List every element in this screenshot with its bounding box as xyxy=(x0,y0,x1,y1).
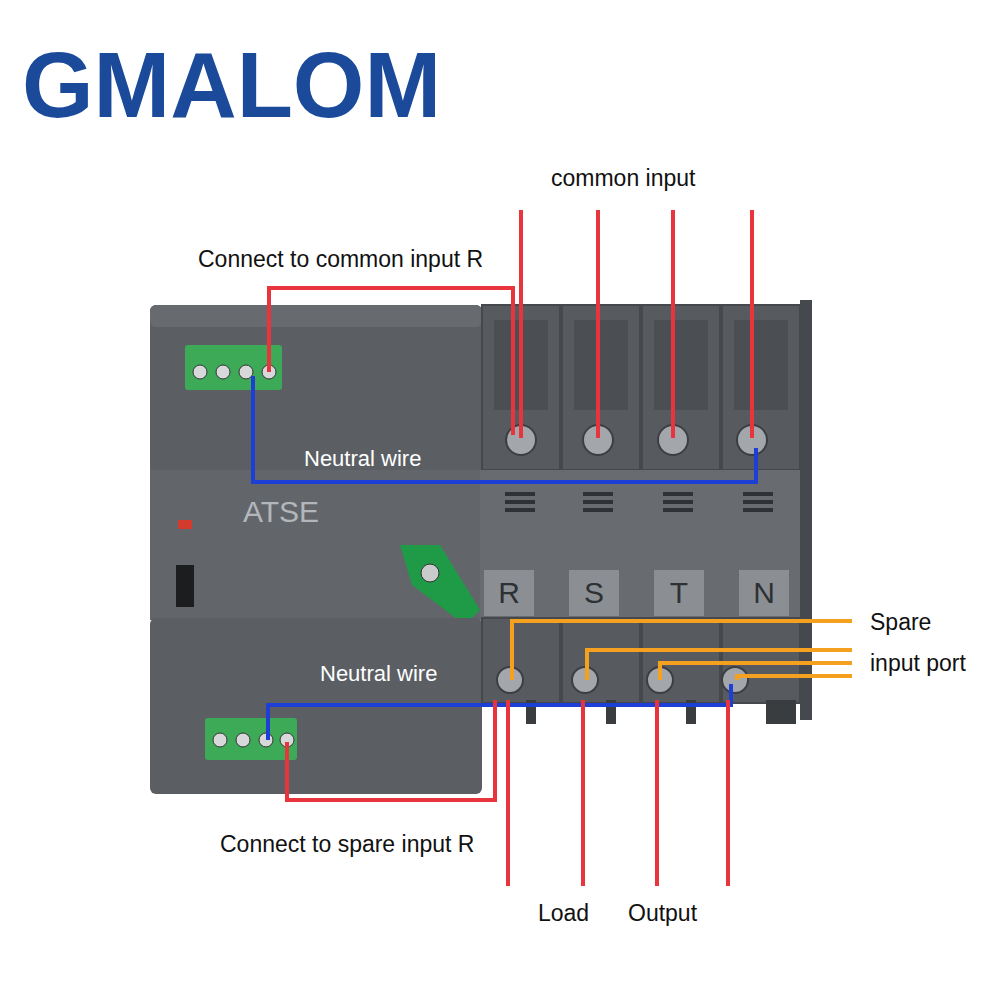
terminal-housing xyxy=(562,618,640,703)
screw xyxy=(216,365,230,379)
phase-letter: T xyxy=(659,575,699,611)
terminal-housing xyxy=(562,305,640,470)
vent xyxy=(663,500,693,504)
vent xyxy=(505,508,535,512)
phase-box xyxy=(654,570,704,616)
phase-box xyxy=(484,570,534,616)
mode-switch xyxy=(176,565,194,607)
device-marking: ATSE xyxy=(243,494,319,530)
handle-knob xyxy=(400,545,480,625)
terminal-slot xyxy=(654,320,708,410)
callout-label: Connect to spare input R xyxy=(220,831,474,859)
vent xyxy=(583,492,613,496)
blue-wire xyxy=(253,376,756,482)
knob-screw xyxy=(421,564,439,582)
wires xyxy=(253,210,852,886)
orange-wire xyxy=(587,650,852,680)
terminal-housing xyxy=(642,305,720,470)
red-wire xyxy=(750,210,754,438)
red-wire xyxy=(596,210,600,438)
vent xyxy=(743,508,773,512)
vent xyxy=(743,492,773,496)
red-wire xyxy=(519,210,523,438)
terminal-slot xyxy=(734,320,788,410)
phase-letter: N xyxy=(744,575,784,611)
orange-wire xyxy=(660,663,852,680)
wire-label: Neutral wire xyxy=(304,446,421,472)
screw xyxy=(236,733,250,747)
screw xyxy=(239,365,253,379)
screw xyxy=(213,733,227,747)
brand-logo: GMALOM xyxy=(22,30,441,140)
red-wire xyxy=(671,210,675,438)
callout-label: common input xyxy=(551,165,695,193)
terminal-tooth xyxy=(766,700,796,724)
screw xyxy=(193,365,207,379)
terminal-housing xyxy=(722,618,800,703)
vent xyxy=(663,492,693,496)
red-wire xyxy=(269,288,513,435)
red-wire xyxy=(726,700,730,886)
terminal-housing xyxy=(482,618,560,703)
vent xyxy=(505,492,535,496)
middle-body xyxy=(150,470,810,620)
terminal-housing xyxy=(642,618,720,703)
red-wire xyxy=(506,700,510,886)
vent xyxy=(743,500,773,504)
callout-label: Output xyxy=(628,900,697,928)
terminal-block xyxy=(205,718,297,760)
side-edge xyxy=(800,300,812,720)
phase-box xyxy=(739,570,789,616)
callout-label: Load xyxy=(538,900,589,928)
controller-housing xyxy=(150,305,482,475)
phase-letter: R xyxy=(489,575,529,611)
terminal-slot xyxy=(574,320,628,410)
orange-wire xyxy=(512,621,852,680)
vent xyxy=(583,500,613,504)
orange-wire xyxy=(737,676,852,680)
wire-label: Neutral wire xyxy=(320,661,437,687)
red-wire xyxy=(581,700,585,886)
terminal-housing xyxy=(722,305,800,470)
vent xyxy=(583,508,613,512)
vent xyxy=(505,500,535,504)
callout-label: Spare input port xyxy=(870,602,974,684)
lower-terminals xyxy=(482,618,800,724)
housing-top xyxy=(150,305,482,327)
blue-wire xyxy=(268,684,731,740)
vents xyxy=(505,492,773,512)
phase-letter: S xyxy=(574,575,614,611)
red-wire xyxy=(655,700,659,886)
callout-label: Connect to common input R xyxy=(198,246,483,274)
vent xyxy=(663,508,693,512)
indicator-led xyxy=(178,520,192,529)
red-wire xyxy=(287,700,495,800)
phase-box xyxy=(569,570,619,616)
